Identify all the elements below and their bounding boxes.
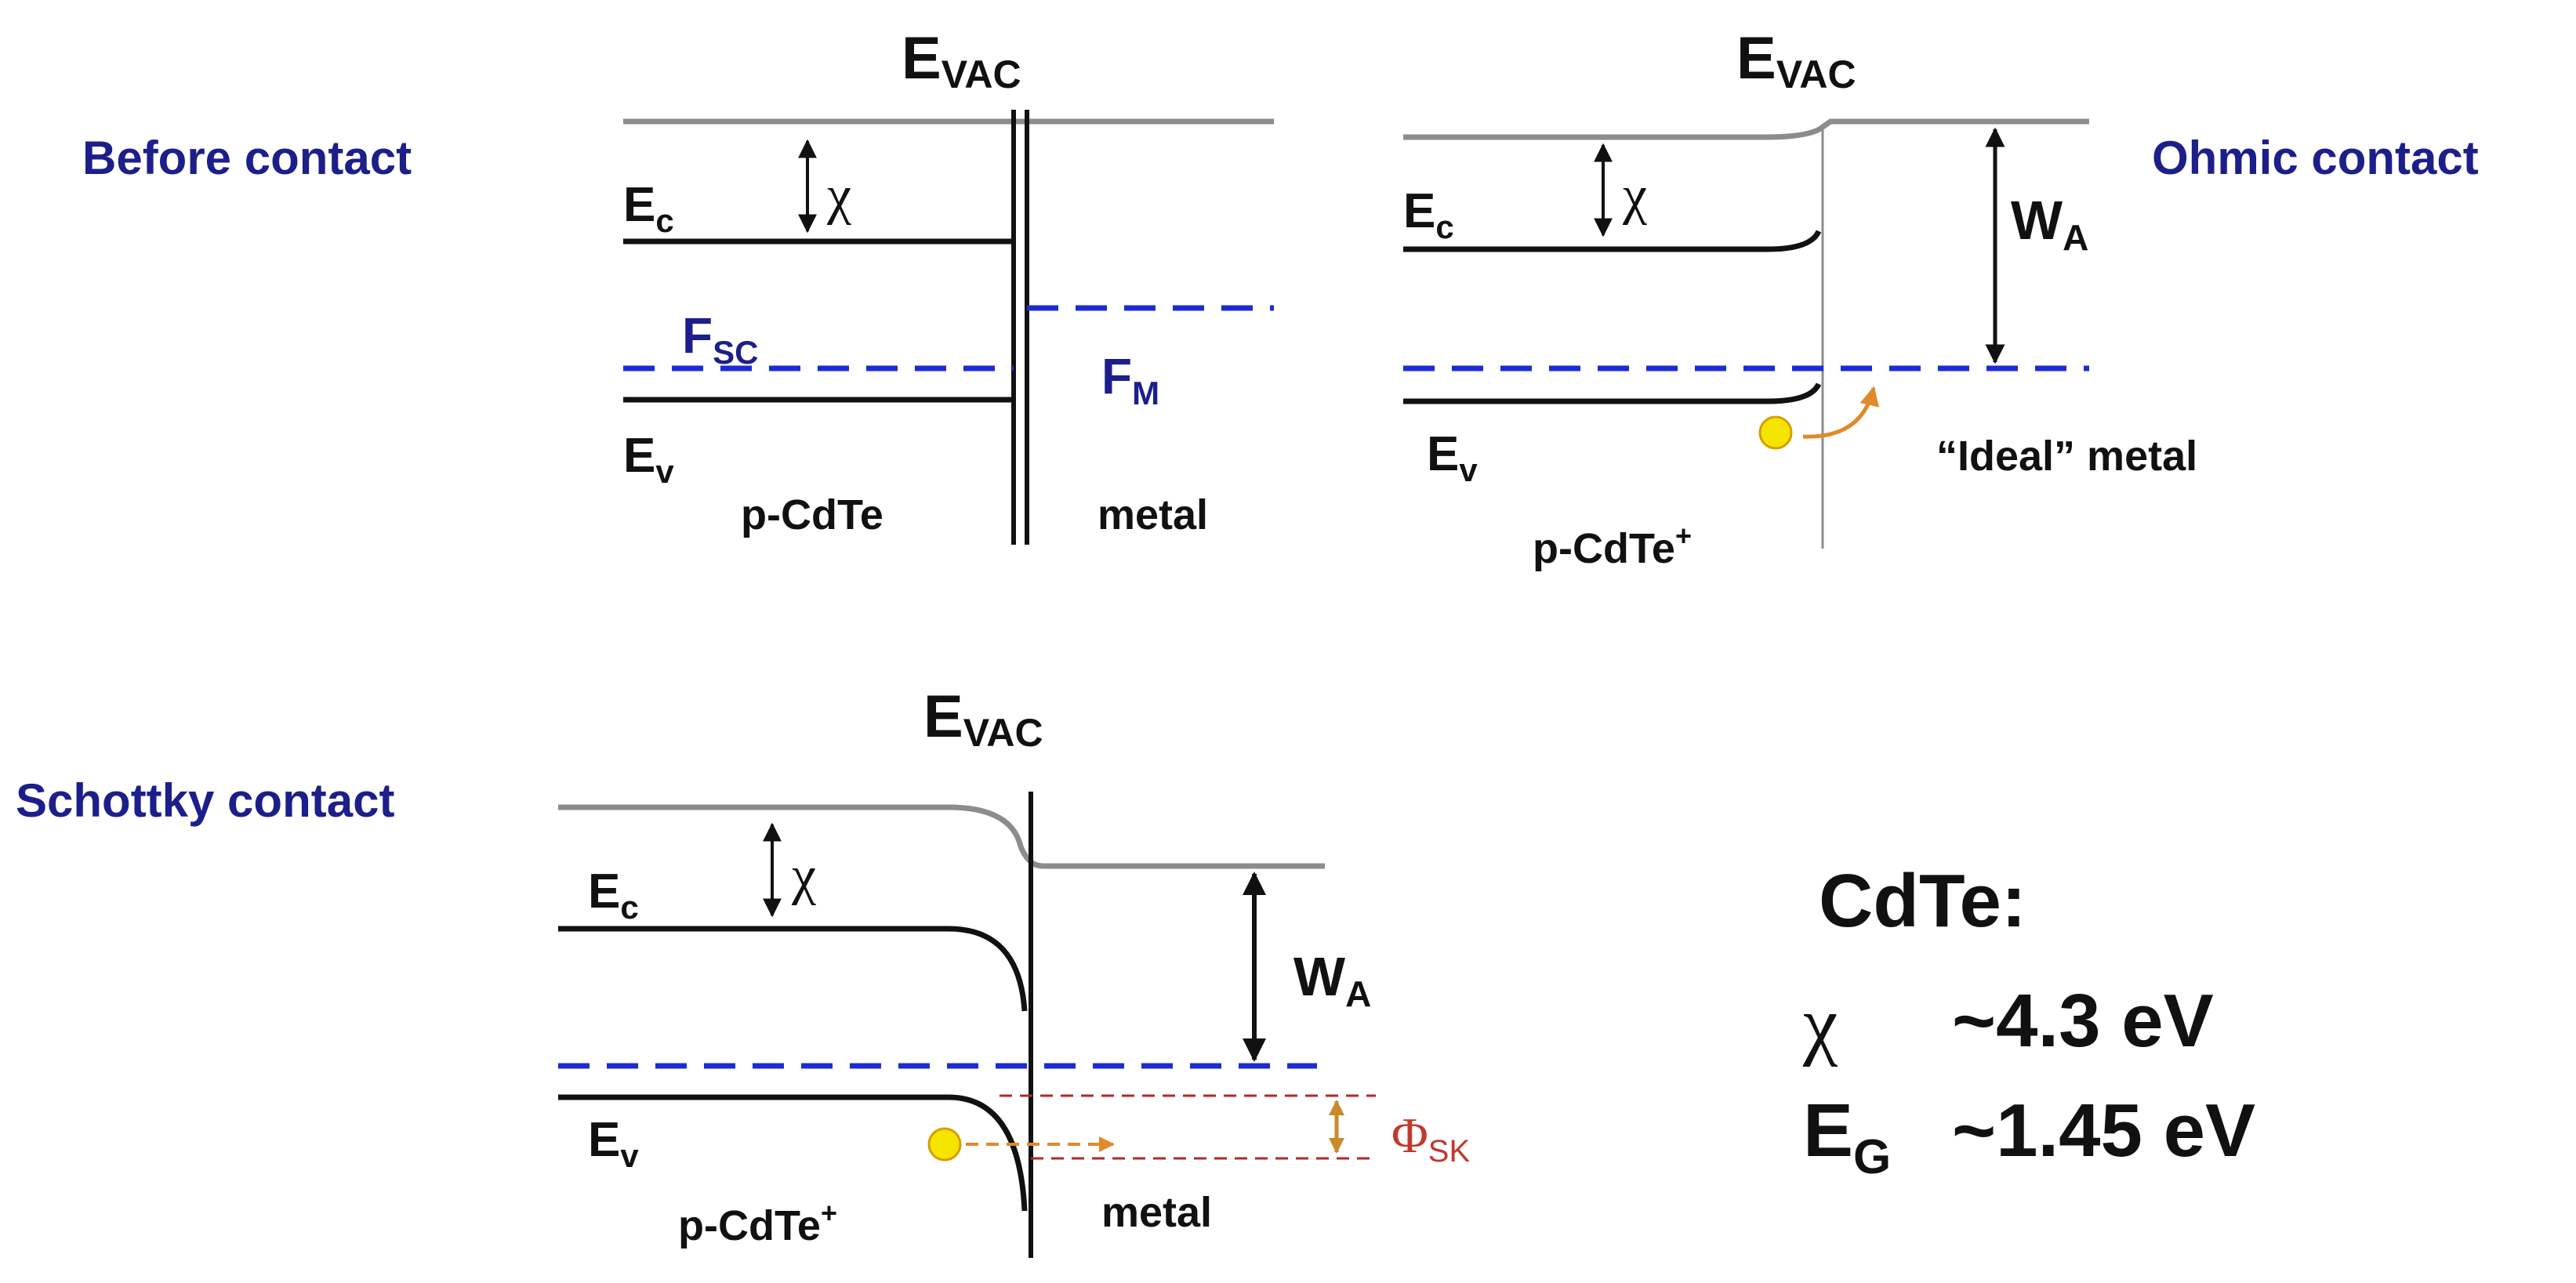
ec-label-before: Ec <box>623 178 674 239</box>
hole-icon-schottky <box>927 1127 962 1162</box>
fm-label: FM <box>1101 348 1159 411</box>
ec-label-schottky: Ec <box>588 864 639 926</box>
ev-label-schottky: Ev <box>588 1113 639 1174</box>
vacuum-level-line-schottky <box>558 804 1325 869</box>
eg-value: ~1.45 eV <box>1952 1089 2255 1172</box>
semi-label-schottky: p-CdTe+ <box>678 1197 837 1249</box>
metal-label-before: metal <box>1098 491 1208 538</box>
conduction-band-schottky <box>558 926 1028 1012</box>
chi-label-schottky: χ <box>791 846 816 906</box>
eg-symbol: EG <box>1803 1089 1891 1184</box>
orange-arrow-ohmic <box>1802 386 1880 439</box>
panel-before-contact: Before contact EVAC χ Ec FSC FM Ev p-CdT… <box>82 25 1274 545</box>
semi-label-ohmic: p-CdTe+ <box>1533 520 1692 572</box>
chi-label-ohmic: χ <box>1622 165 1647 226</box>
chi-label-before: χ <box>826 165 851 226</box>
evac-label-schottky: EVAC <box>923 683 1043 755</box>
schottky-contact-title: Schottky contact <box>16 774 394 827</box>
hole-icon <box>1758 415 1793 450</box>
properties-heading: CdTe: <box>1819 859 2026 943</box>
valence-band-schottky <box>558 1094 1028 1212</box>
vacuum-level-line-ohmic <box>1403 118 2089 140</box>
valence-band-ohmic <box>1403 382 1822 404</box>
panel-schottky-contact: Schottky contact EVAC χ Ec WA ΦSK Ev p-C… <box>16 683 1470 1258</box>
metal-label-schottky: metal <box>1101 1189 1212 1236</box>
ev-label-ohmic: Ev <box>1427 427 1478 488</box>
panel-ohmic-contact: EVAC Ohmic contact χ Ec WA Ev “Ideal” me… <box>1403 25 2479 572</box>
phi-sk-label: ΦSK <box>1391 1107 1470 1169</box>
evac-label-before: EVAC <box>902 25 1021 96</box>
wa-label-ohmic: WA <box>2011 190 2088 258</box>
cdte-properties: CdTe: χ ~4.3 eV EG ~1.45 eV <box>1802 859 2255 1184</box>
ec-label-ohmic: Ec <box>1403 184 1454 245</box>
chi-symbol: χ <box>1802 980 1838 1067</box>
wa-label-schottky: WA <box>1293 946 1371 1014</box>
ohmic-contact-title: Ohmic contact <box>2152 132 2479 184</box>
conduction-band-ohmic <box>1403 230 1822 252</box>
fsc-label: FSC <box>682 307 758 371</box>
ev-label-before: Ev <box>623 429 674 490</box>
before-contact-title: Before contact <box>82 132 412 184</box>
evac-label-ohmic: EVAC <box>1736 25 1856 96</box>
chi-value: ~4.3 eV <box>1952 979 2214 1063</box>
semi-label-before: p-CdTe <box>741 491 883 538</box>
metal-label-ohmic: “Ideal” metal <box>1936 433 2197 480</box>
